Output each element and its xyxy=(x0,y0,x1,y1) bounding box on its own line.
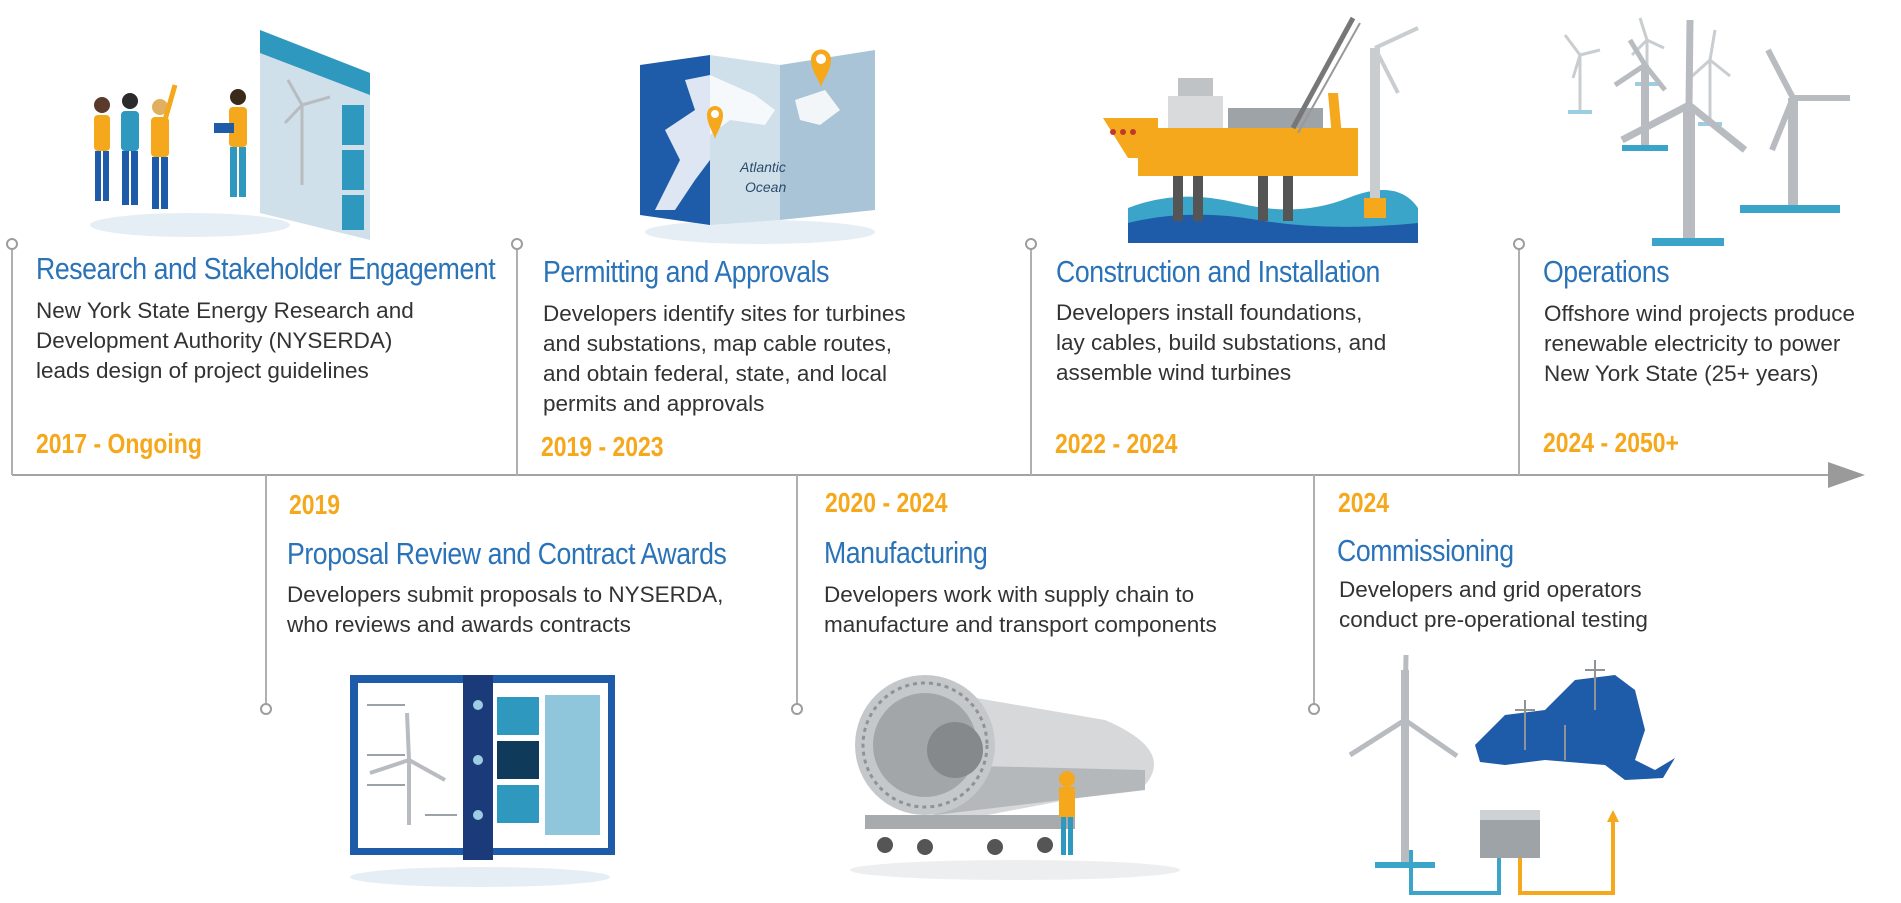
stage-date-research: 2017 - Ongoing xyxy=(36,428,202,459)
connector-commissioning xyxy=(1313,475,1315,705)
description-line: conduct pre-operational testing xyxy=(1339,607,1648,632)
marker-operations xyxy=(1513,238,1525,250)
connector-proposal xyxy=(265,475,267,705)
description-line: Developers submit proposals to NYSERDA, xyxy=(287,582,724,607)
description-line: Developers work with supply chain to xyxy=(824,582,1195,607)
stage-description-operations: Offshore wind projects produce renewable… xyxy=(1544,299,1855,389)
description-line: assemble wind turbines xyxy=(1056,360,1292,385)
description-line: manufacture and transport components xyxy=(824,612,1217,637)
marker-commissioning xyxy=(1308,703,1320,715)
stage-date-construction: 2022 - 2024 xyxy=(1055,428,1178,459)
stage-description-construction: Developers install foundations, lay cabl… xyxy=(1056,298,1386,388)
stage-title-permitting: Permitting and Approvals xyxy=(543,254,830,289)
description-line: leads design of project guidelines xyxy=(36,358,369,383)
stage-description-permitting: Developers identify sites for turbines a… xyxy=(543,299,906,419)
description-line: Developers and grid operators xyxy=(1339,577,1642,602)
timeline-axis xyxy=(12,474,1832,476)
people-with-turbine-board-icon xyxy=(90,30,370,240)
map-with-pins-icon: Atlantic Ocean xyxy=(640,49,875,244)
description-line: renewable electricity to power xyxy=(1544,331,1841,356)
description-line: Offshore wind projects produce xyxy=(1544,301,1856,326)
stage-title-proposal: Proposal Review and Contract Awards xyxy=(287,536,727,571)
stage-title-commissioning: Commissioning xyxy=(1337,533,1514,568)
description-line: New York State Energy Research and xyxy=(36,298,414,323)
stage-description-research: New York State Energy Research and Devel… xyxy=(36,296,414,386)
marker-research xyxy=(6,238,18,250)
stage-title-operations: Operations xyxy=(1543,254,1670,289)
map-label-ocean: Ocean xyxy=(745,179,786,195)
description-line: lay cables, build substations, and xyxy=(1056,330,1387,355)
stage-description-proposal: Developers submit proposals to NYSERDA, … xyxy=(287,580,723,640)
marker-construction xyxy=(1025,238,1037,250)
marker-permitting xyxy=(511,238,523,250)
stage-date-permitting: 2019 - 2023 xyxy=(541,431,664,462)
description-line: Developers identify sites for turbines xyxy=(543,301,906,326)
connector-manufacturing xyxy=(796,475,798,705)
wind-farm-icon xyxy=(1563,17,1850,246)
grid-connection-icon xyxy=(1348,654,1675,895)
stage-date-manufacturing: 2020 - 2024 xyxy=(825,487,948,518)
description-line: who reviews and awards contracts xyxy=(287,612,631,637)
description-line: Development Authority (NYSERDA) xyxy=(36,328,393,353)
description-line: New York State (25+ years) xyxy=(1544,361,1819,386)
stage-title-manufacturing: Manufacturing xyxy=(824,535,988,570)
marker-manufacturing xyxy=(791,703,803,715)
map-label-atlantic: Atlantic xyxy=(739,159,786,175)
stage-date-operations: 2024 - 2050+ xyxy=(1543,427,1679,458)
binder-with-turbine-icon xyxy=(350,675,615,887)
stage-description-commissioning: Developers and grid operators conduct pr… xyxy=(1339,575,1648,635)
stage-date-proposal: 2019 xyxy=(289,489,341,520)
connector-operations xyxy=(1518,246,1520,475)
description-line: and obtain federal, state, and local xyxy=(543,361,887,386)
marker-proposal xyxy=(260,703,272,715)
connector-construction xyxy=(1030,246,1032,475)
description-line: Developers install foundations, xyxy=(1056,300,1363,325)
stage-description-manufacturing: Developers work with supply chain to man… xyxy=(824,580,1217,640)
stage-title-research: Research and Stakeholder Engagement xyxy=(36,251,496,286)
description-line: and substations, map cable routes, xyxy=(543,331,892,356)
installation-vessel-icon xyxy=(1103,16,1419,243)
nacelle-transport-icon xyxy=(850,675,1180,880)
stage-title-construction: Construction and Installation xyxy=(1056,254,1380,289)
description-line: permits and approvals xyxy=(543,391,765,416)
connector-permitting xyxy=(516,246,518,475)
timeline-arrowhead xyxy=(1828,462,1865,488)
stage-date-commissioning: 2024 xyxy=(1338,487,1390,518)
connector-research xyxy=(11,246,13,475)
